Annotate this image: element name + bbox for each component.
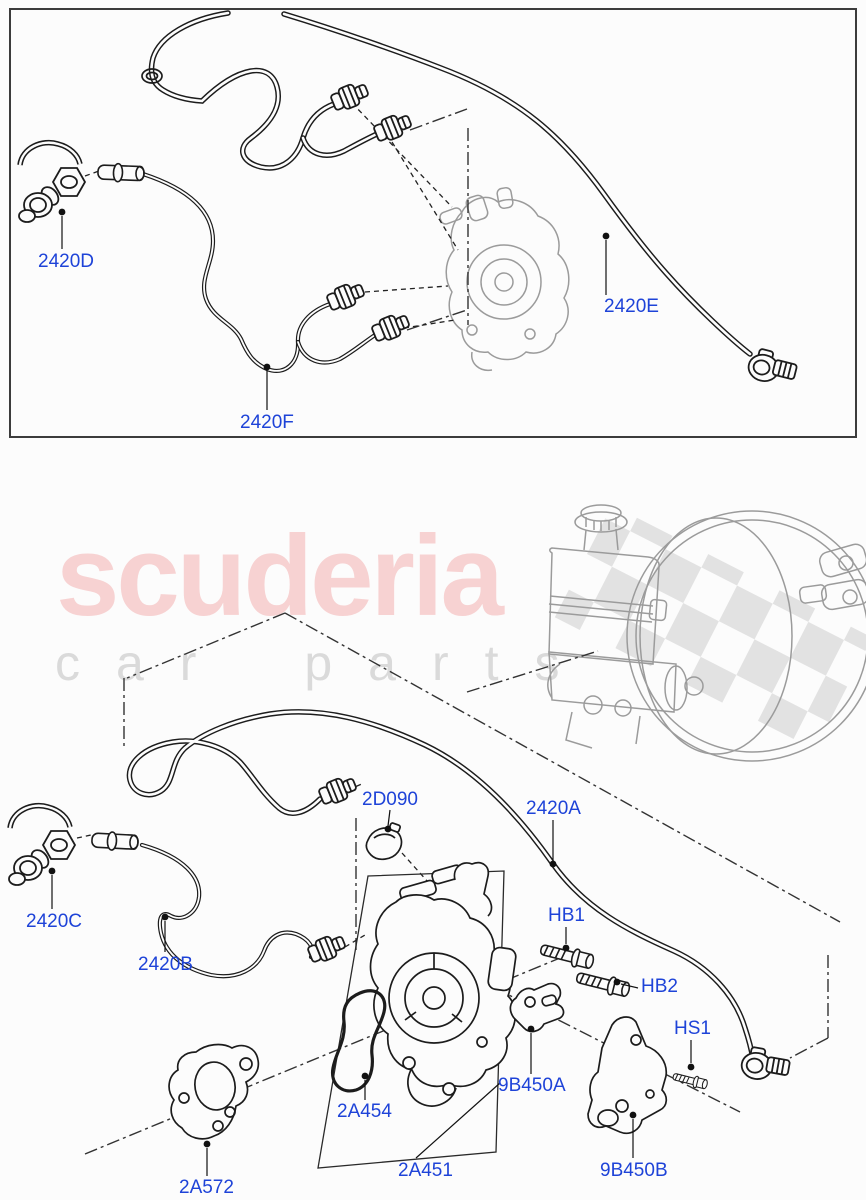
part-label-2420B[interactable]: 2420B — [138, 954, 193, 975]
part-label-2420E[interactable]: 2420E — [604, 296, 659, 317]
part-label-2420D[interactable]: 2420D — [38, 251, 94, 272]
part-label-2A451[interactable]: 2A451 — [398, 1160, 453, 1181]
seal-2A454 — [330, 989, 387, 1093]
grommet-2D090 — [365, 822, 403, 861]
part-label-HB2[interactable]: HB2 — [641, 976, 678, 997]
part-label-2A454[interactable]: 2A454 — [337, 1101, 392, 1122]
top-panel-border — [9, 8, 857, 438]
brake-booster-ghost — [547, 504, 866, 762]
part-label-2D090[interactable]: 2D090 — [362, 789, 418, 810]
watermark-subtitle: car parts — [55, 635, 596, 691]
construction-lines — [76, 102, 841, 1155]
leader-lines — [48, 208, 695, 1176]
part-label-2420F[interactable]: 2420F — [240, 412, 294, 433]
vacuum-pump-ghost — [439, 186, 570, 372]
part-label-HB1[interactable]: HB1 — [548, 905, 585, 926]
part-label-9B450B[interactable]: 9B450B — [600, 1160, 668, 1181]
bracket-9B450A — [509, 982, 565, 1033]
hose-2420A — [126, 709, 793, 1086]
part-label-HS1[interactable]: HS1 — [674, 1018, 711, 1039]
hose-2420F-lower — [140, 171, 413, 373]
hose-2420B — [139, 842, 349, 979]
bolt-HB2 — [574, 967, 632, 1000]
gasket-2A572 — [168, 1043, 260, 1140]
vacuum-pump-2A451 — [317, 861, 517, 1169]
part-label-2420C[interactable]: 2420C — [26, 911, 82, 932]
valve-2420C — [9, 806, 140, 885]
hose-2420F-upper — [141, 10, 415, 171]
part-label-2A572[interactable]: 2A572 — [179, 1177, 234, 1198]
valve-2420D — [19, 143, 146, 222]
part-label-9B450A[interactable]: 9B450A — [498, 1075, 566, 1096]
part-label-2420A[interactable]: 2420A — [526, 798, 581, 819]
hose-2420E — [281, 11, 800, 390]
checkered-flag — [554, 505, 866, 750]
bracket-9B450B — [587, 1016, 668, 1135]
